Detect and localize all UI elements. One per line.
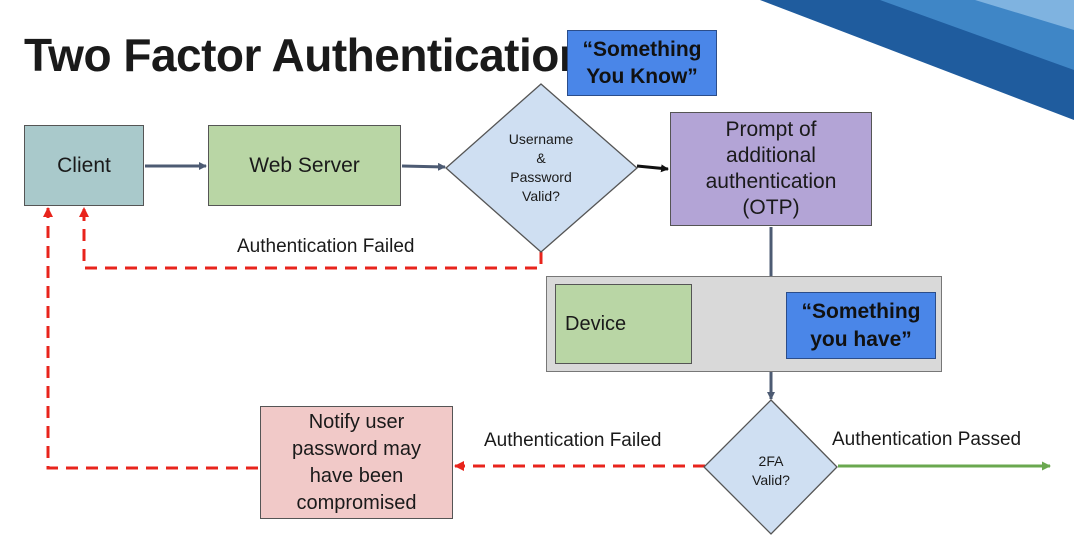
- notify-line-4: compromised: [296, 491, 417, 514]
- auth-failed-label-2: Authentication Failed: [484, 430, 662, 451]
- credentials-line-3: Password: [510, 169, 572, 185]
- auth-passed-label: Authentication Passed: [832, 429, 1022, 450]
- notify-line-2: password may: [292, 437, 421, 460]
- twofa-check-label: 2FA Valid?: [736, 452, 806, 490]
- arrow-webserver-to-check: [401, 162, 446, 171]
- something-you-have-callout: “Something you have”: [786, 292, 936, 359]
- know-line-1: “Something: [582, 38, 702, 61]
- web-server-label: Web Server: [249, 153, 360, 177]
- credentials-line-2: &: [536, 150, 546, 166]
- notify-line-3: have been: [309, 464, 404, 487]
- prompt-line-2: additional: [726, 144, 816, 167]
- know-line-2: You Know”: [586, 65, 698, 88]
- prompt-line-3: authentication: [705, 170, 837, 193]
- notify-to-client-loop: [43, 207, 258, 470]
- have-line-1: “Something: [801, 299, 921, 323]
- twofa-check-diamond: [703, 399, 838, 535]
- web-server-node: Web Server: [208, 125, 401, 206]
- credentials-check-diamond: [445, 83, 638, 253]
- credentials-line-1: Username: [508, 131, 574, 147]
- twofa-line-2: Valid?: [752, 472, 790, 488]
- client-label: Client: [57, 153, 111, 177]
- prompt-line-1: Prompt of: [725, 118, 817, 141]
- notify-node: Notify user password may have been compr…: [260, 406, 453, 519]
- device-label: Device: [565, 312, 627, 335]
- credentials-line-4: Valid?: [522, 188, 560, 204]
- page-title: Two Factor Authentication: [24, 29, 587, 81]
- auth-failed-label-1: Authentication Failed: [237, 236, 415, 257]
- client-node: Client: [24, 125, 144, 206]
- twofa-line-1: 2FA: [758, 453, 784, 469]
- credentials-check-label: Username & Password Valid?: [491, 130, 591, 206]
- something-you-know-callout: “Something You Know”: [567, 30, 717, 96]
- notify-line-1: Notify user: [308, 410, 405, 433]
- device-node: Device: [555, 284, 692, 364]
- failed-loop-1: [79, 207, 543, 270]
- have-line-2: you have”: [810, 327, 912, 351]
- arrow-check-to-prompt: [636, 164, 669, 173]
- prompt-node: Prompt of additional authentication (OTP…: [670, 112, 872, 226]
- prompt-line-4: (OTP): [742, 196, 800, 219]
